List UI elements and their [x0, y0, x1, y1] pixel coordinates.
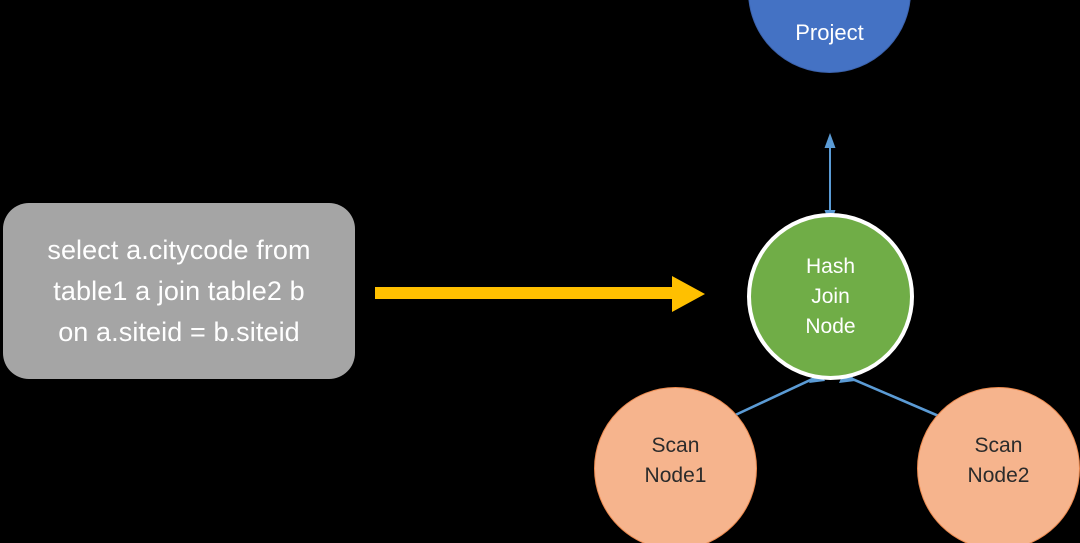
plan-node-hash-join-label: Hash Join Node — [805, 254, 856, 338]
transform-arrow — [375, 272, 705, 316]
plan-node-scan-1[interactable]: Scan Node1 — [594, 387, 757, 543]
sql-query-line-1: select a.citycode from — [47, 234, 311, 265]
sql-query-line-3: on a.siteid = b.siteid — [58, 316, 300, 347]
plan-node-project-label: Project — [795, 20, 864, 45]
plan-node-project[interactable]: Project — [748, 0, 911, 73]
plan-node-scan-1-label: Scan Node1 — [644, 433, 707, 487]
edge-hashjoin-to-project — [824, 133, 836, 225]
sql-query-box: select a.citycode from table1 a join tab… — [3, 203, 355, 379]
plan-node-hash-join[interactable]: Hash Join Node — [747, 213, 914, 380]
plan-node-scan-2-label: Scan Node2 — [967, 433, 1030, 487]
sql-query-line-2: table1 a join table2 b — [53, 275, 305, 306]
right-arrow-icon — [375, 276, 705, 312]
plan-node-scan-2[interactable]: Scan Node2 — [917, 387, 1080, 543]
